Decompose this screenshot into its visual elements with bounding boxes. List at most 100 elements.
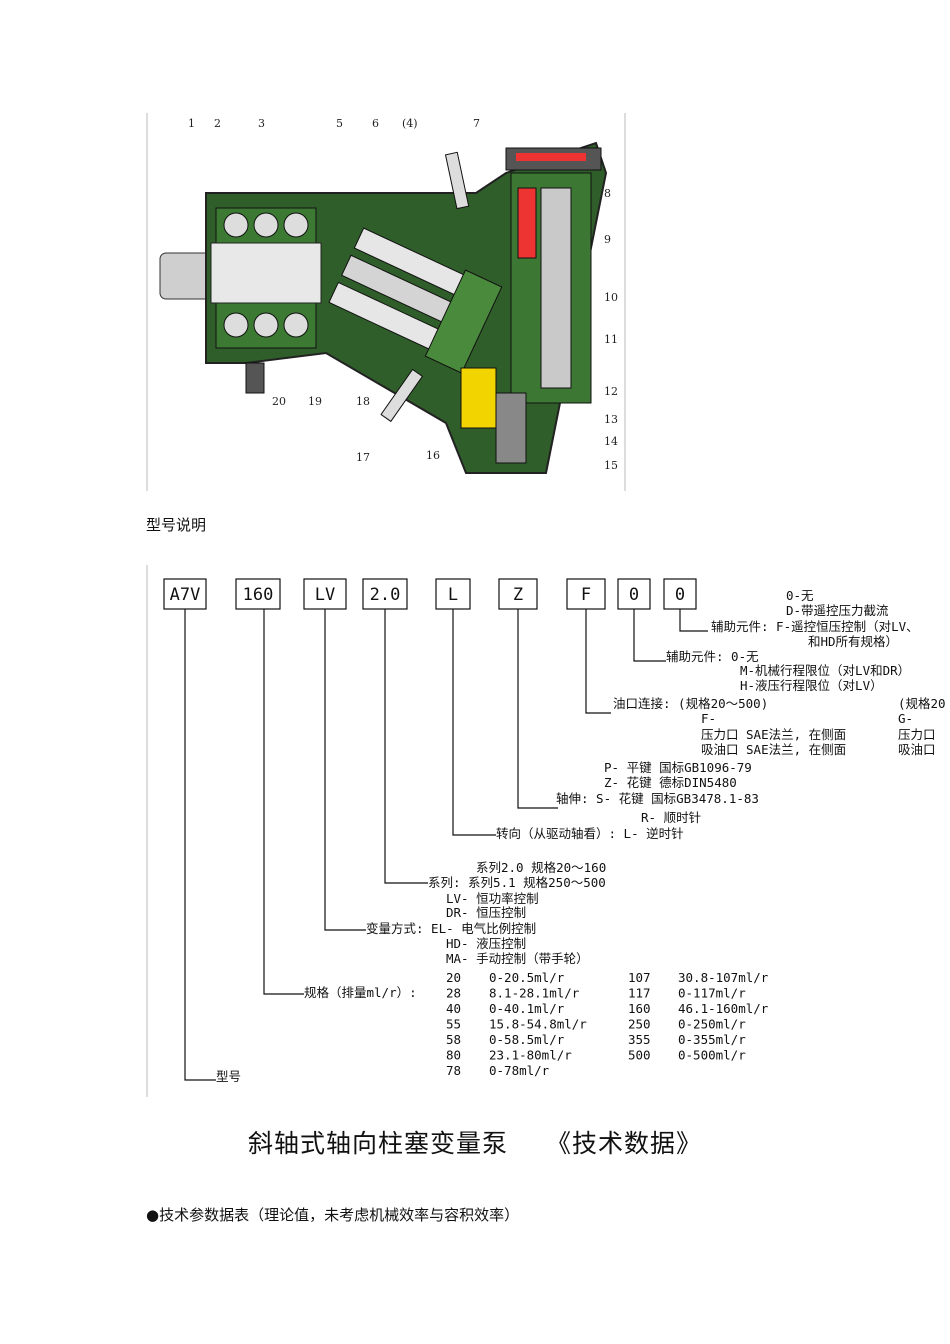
code-description-line: 油口连接: (规格20～500) xyxy=(613,696,768,711)
part-label: 13 xyxy=(604,413,618,426)
part-label: 3 xyxy=(258,117,265,130)
spec-table-cell: 0-250ml/r xyxy=(678,1017,746,1032)
part-label: 7 xyxy=(473,117,480,130)
code-box: 2.0 xyxy=(362,578,408,610)
heading-title: 斜轴式轴向柱塞变量泵 xyxy=(247,1129,508,1158)
code-description-line: 和HD所有规格） xyxy=(808,634,898,649)
drive-shaft xyxy=(210,242,322,304)
code-description-line: 轴伸: S- 花键 国标GB3478.1-83 xyxy=(556,791,759,806)
spec-table-cell: 8.1-28.1ml/r xyxy=(489,986,580,1001)
part-label: 6 xyxy=(372,117,379,130)
code-box: LV xyxy=(303,578,347,610)
code-description-line: F- xyxy=(701,711,716,726)
svg-text:2.0: 2.0 xyxy=(370,585,401,605)
spec-table-cell: 20 xyxy=(446,970,461,985)
code-description-line: R- 顺时针 xyxy=(641,810,701,825)
svg-text:Z: Z xyxy=(513,585,523,605)
spec-table-cell: 500 xyxy=(628,1048,651,1063)
spec-table-cell: 46.1-160ml/r xyxy=(678,1001,769,1016)
svg-text:LV: LV xyxy=(315,585,335,605)
code-description-line: 变量方式: EL- 电气比例控制 xyxy=(366,921,536,936)
code-box: 0 xyxy=(617,578,651,610)
model-description-caption: 型号说明 xyxy=(146,516,207,534)
code-description-line: 辅助元件: 0-无 xyxy=(666,649,759,664)
bullet-mark: ● xyxy=(146,1206,160,1224)
spec-table-cell: 28 xyxy=(446,986,461,1001)
code-box: 0 xyxy=(663,578,697,610)
code-description-line: 压力口 SAE法兰, 在侧面 xyxy=(701,727,846,742)
tech-data-bullet: ●技术参数据表（理论值，未考虑机械效率与容积效率） xyxy=(146,1204,519,1225)
leader-line xyxy=(633,609,666,662)
code-description-line: 规格（排量ml/r）: xyxy=(304,985,417,1000)
spec-table-cell: 0-500ml/r xyxy=(678,1048,746,1063)
part-label: 1 xyxy=(188,117,195,130)
svg-text:0: 0 xyxy=(629,585,639,605)
spec-table-cell: 0-78ml/r xyxy=(489,1063,550,1078)
spec-table-cell: 30.8-107ml/r xyxy=(678,970,769,985)
part-label: 10 xyxy=(604,291,618,304)
leader-line xyxy=(184,609,216,1081)
spec-table-cell: 40 xyxy=(446,1001,461,1016)
code-description-line: (规格20 xyxy=(898,696,946,711)
red-piston xyxy=(517,187,537,259)
part-label: 17 xyxy=(356,451,370,464)
code-description-line: 系列: 系列5.1 规格250～500 xyxy=(428,875,606,890)
code-description-line: G- xyxy=(898,711,913,726)
code-description-line: 吸油口 xyxy=(898,742,936,757)
code-description-line: 系列2.0 规格20～160 xyxy=(476,860,606,875)
code-box: A7V xyxy=(163,578,207,610)
code-description-line: D-带遥控压力截流 xyxy=(786,603,889,618)
code-description-line: 辅助元件: F-遥控恒压控制（对LV、 xyxy=(711,619,919,634)
part-label: (4) xyxy=(402,117,418,130)
part-label: 18 xyxy=(356,395,370,408)
code-description-line: LV- 恒功率控制 xyxy=(446,891,539,906)
spec-table-cell: 0-117ml/r xyxy=(678,986,746,1001)
code-description-line: DR- 恒压控制 xyxy=(446,905,526,920)
spec-table-cell: 107 xyxy=(628,970,651,985)
code-description-line: 压力口 xyxy=(898,727,936,742)
part-label: 19 xyxy=(308,395,322,408)
part-label: 20 xyxy=(272,395,286,408)
spec-table-cell: 78 xyxy=(446,1063,461,1078)
spec-table-cell: 250 xyxy=(628,1017,651,1032)
leader-line xyxy=(679,609,708,632)
code-description-line: 转向（从驱动轴看）: L- 逆时针 xyxy=(496,826,684,841)
spec-table-cell: 58 xyxy=(446,1032,461,1047)
leader-line xyxy=(384,609,428,884)
code-description-line: P- 平键 国标GB1096-79 xyxy=(604,760,752,775)
spec-table-cell: 55 xyxy=(446,1017,461,1032)
spec-table-cell: 0-40.1ml/r xyxy=(489,1001,565,1016)
code-description-line: 吸油口 SAE法兰, 在侧面 xyxy=(701,742,846,757)
bullet-text: 技术参数据表（理论值，未考虑机械效率与容积效率） xyxy=(159,1206,520,1224)
part-label: 14 xyxy=(604,435,618,448)
code-description-line: Z- 花键 德标DIN5480 xyxy=(604,775,737,790)
spec-table-cell: 0-355ml/r xyxy=(678,1032,746,1047)
svg-text:A7V: A7V xyxy=(170,585,201,605)
part-label: 2 xyxy=(214,117,221,130)
code-description-line: M-机械行程限位（对LV和DR） xyxy=(740,663,910,678)
code-box: Z xyxy=(498,578,538,610)
svg-text:F: F xyxy=(581,585,591,605)
part-label: 16 xyxy=(426,449,440,462)
code-box: F xyxy=(566,578,606,610)
spec-table-cell: 117 xyxy=(628,986,651,1001)
code-description-line: MA- 手动控制（带手轮） xyxy=(446,951,589,966)
code-box: L xyxy=(435,578,471,610)
spec-table-cell: 160 xyxy=(628,1001,651,1016)
part-label: 11 xyxy=(604,333,618,346)
part-label: 5 xyxy=(336,117,343,130)
svg-text:160: 160 xyxy=(243,585,274,605)
svg-text:0: 0 xyxy=(675,585,685,605)
leader-line xyxy=(585,609,611,714)
part-label: 15 xyxy=(604,459,618,472)
spec-table-cell: 0-58.5ml/r xyxy=(489,1032,565,1047)
heading-subtitle: 《技术数据》 xyxy=(546,1129,703,1158)
code-description-line: H-液压行程限位（对LV） xyxy=(740,678,883,693)
code-description-line: 型号 xyxy=(216,1069,241,1084)
leader-line xyxy=(263,609,304,995)
svg-text:L: L xyxy=(448,585,458,605)
